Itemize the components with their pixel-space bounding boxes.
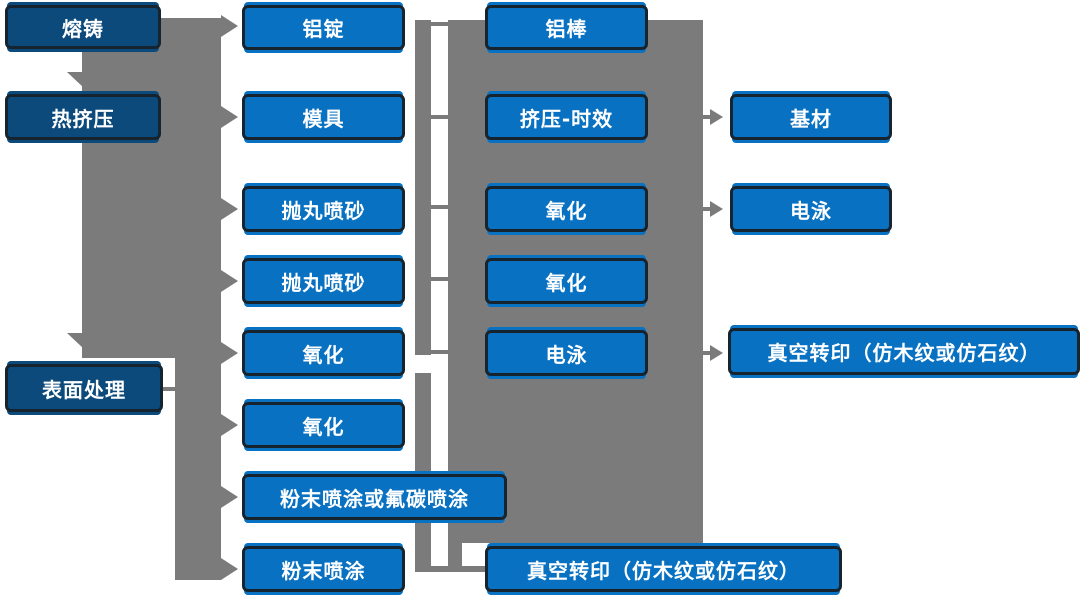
arrow-to-electrophoresis-2 bbox=[710, 201, 723, 217]
node-label: 氧化 bbox=[302, 414, 345, 439]
node-substrate: 基材 bbox=[730, 94, 892, 140]
node-label: 抛丸喷砂 bbox=[281, 270, 366, 295]
node-label: 电泳 bbox=[790, 198, 832, 223]
node-vacuum-transfer-print-right: 真空转印（仿木纹或仿石纹） bbox=[728, 328, 1080, 375]
node-aluminum-rod: 铝棒 bbox=[485, 5, 648, 50]
arrow-down-to-surface-treatment bbox=[67, 333, 101, 349]
arrow-down-to-hot-extrusion bbox=[67, 72, 101, 88]
node-label: 粉末喷涂或氟碳喷涂 bbox=[280, 486, 469, 511]
node-mold: 模具 bbox=[242, 94, 405, 140]
node-label: 氧化 bbox=[545, 198, 588, 223]
node-powder-or-fluorocarbon-coating: 粉末喷涂或氟碳喷涂 bbox=[242, 474, 507, 520]
arrow-to-substrate bbox=[710, 109, 723, 125]
arrow-to-shot-blasting-1 bbox=[221, 198, 238, 220]
node-label: 热挤压 bbox=[51, 106, 115, 131]
node-oxidation-4: 氧化 bbox=[485, 258, 648, 304]
mid-link-row3 bbox=[429, 205, 448, 209]
node-label: 抛丸喷砂 bbox=[281, 198, 366, 223]
node-oxidation-2: 氧化 bbox=[242, 402, 405, 448]
arrow-to-shot-blasting-2 bbox=[221, 270, 238, 292]
node-powder-coating: 粉末喷涂 bbox=[242, 546, 405, 592]
stage-melting-casting: 熔铸 bbox=[5, 5, 161, 49]
node-vacuum-transfer-print-bottom: 真空转印（仿木纹或仿石纹） bbox=[485, 546, 842, 592]
arrow-to-powder-coating-2 bbox=[221, 558, 238, 580]
node-label: 氧化 bbox=[545, 270, 588, 295]
node-label: 基材 bbox=[790, 106, 832, 131]
arrow-to-aluminum-ingot bbox=[221, 15, 238, 37]
node-extrusion-aging: 挤压-时效 bbox=[485, 94, 648, 140]
node-aluminum-ingot: 铝锭 bbox=[242, 5, 405, 50]
mid-bus-lower bbox=[415, 373, 431, 572]
right-arrow-tail-row3 bbox=[701, 207, 711, 211]
left-trunk-narrow bbox=[175, 358, 221, 580]
mid-link-row5 bbox=[429, 350, 448, 354]
mid-bus-upper bbox=[415, 20, 431, 355]
node-label: 氧化 bbox=[302, 342, 345, 367]
bottom-link bbox=[415, 566, 485, 572]
node-label: 铝锭 bbox=[302, 17, 345, 41]
right-arrow-tail-row2 bbox=[701, 115, 711, 119]
arrow-to-oxidation-1 bbox=[221, 342, 238, 364]
node-label: 熔铸 bbox=[62, 16, 104, 41]
node-shot-blasting-2: 抛丸喷砂 bbox=[242, 258, 405, 304]
node-electrophoresis-1: 电泳 bbox=[485, 330, 648, 376]
arrow-to-powder-coatings bbox=[221, 486, 238, 508]
node-label: 真空转印（仿木纹或仿石纹） bbox=[527, 558, 800, 583]
node-label: 铝棒 bbox=[545, 17, 588, 41]
node-label: 粉末喷涂 bbox=[281, 558, 366, 583]
node-oxidation-1: 氧化 bbox=[242, 330, 405, 376]
node-label: 挤压-时效 bbox=[519, 106, 614, 131]
node-shot-blasting-1: 抛丸喷砂 bbox=[242, 186, 405, 232]
mid-link-row1 bbox=[429, 22, 448, 26]
center-block-foot bbox=[448, 543, 462, 572]
node-label: 表面处理 bbox=[42, 377, 126, 402]
node-label: 电泳 bbox=[545, 342, 588, 367]
arrow-to-oxidation-2 bbox=[221, 414, 238, 436]
mid-link-row2 bbox=[429, 115, 448, 119]
right-arrow-tail-row5 bbox=[701, 351, 711, 355]
node-electrophoresis-2: 电泳 bbox=[730, 186, 892, 232]
stage-hot-extrusion: 热挤压 bbox=[5, 94, 161, 140]
arrow-to-vacuum-transfer-right bbox=[710, 345, 723, 361]
arrow-to-mold bbox=[221, 106, 238, 128]
surface-treatment-link bbox=[161, 387, 177, 391]
left-trunk-wide bbox=[82, 18, 221, 358]
node-oxidation-3: 氧化 bbox=[485, 186, 648, 232]
node-label: 模具 bbox=[302, 106, 345, 131]
stage-surface-treatment: 表面处理 bbox=[5, 364, 163, 412]
mid-link-row4 bbox=[429, 277, 448, 281]
node-label: 真空转印（仿木纹或仿石纹） bbox=[767, 341, 1041, 365]
